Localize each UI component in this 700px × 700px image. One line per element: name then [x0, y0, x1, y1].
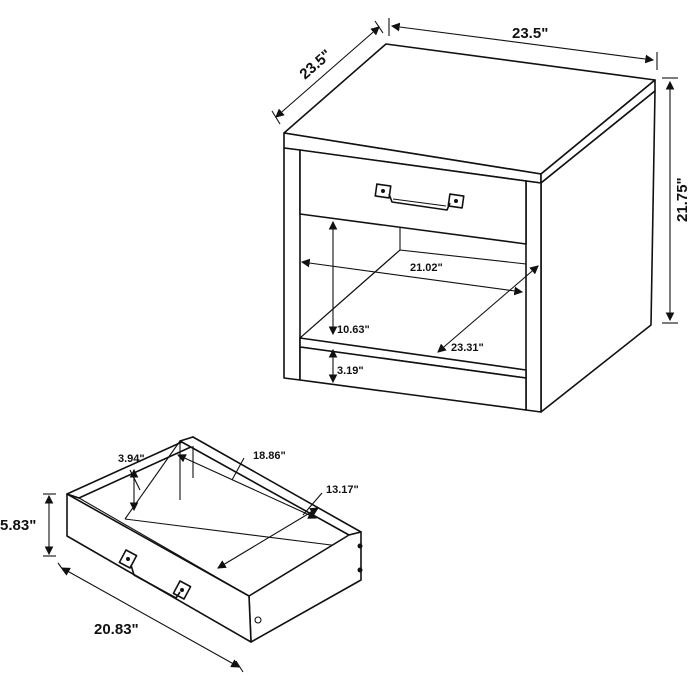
dim-line-drawer-depth: [176, 454, 318, 519]
label-height: 21.75": [674, 177, 691, 222]
label-top-width: 23.5": [512, 25, 548, 42]
nightstand-right-post: [525, 180, 542, 413]
nightstand-drawer-handle: [374, 183, 465, 211]
label-drawer-side: 3.94": [118, 453, 145, 465]
nightstand-base: [299, 346, 527, 411]
dim-line-interior-depth: [437, 265, 539, 353]
label-drawer-width: 20.83": [94, 621, 139, 638]
drawer-left-side: [66, 436, 194, 499]
drawer-screw-top: [357, 543, 363, 549]
dim-line-drawer-inner-width: [217, 507, 319, 569]
label-interior-width: 21.02": [410, 262, 443, 274]
drawer-right-side: [248, 531, 362, 643]
dim-line-top-depth: [275, 26, 380, 118]
label-drawer-depth: 18.86": [253, 450, 286, 462]
dim-line-top-width: [390, 22, 655, 64]
label-top-depth: 23.5": [296, 46, 335, 83]
nightstand-drawer-front: [299, 149, 527, 245]
label-shelf-height: 10.63": [337, 324, 370, 336]
drawer: [66, 436, 363, 643]
label-base-height: 3.19": [337, 365, 364, 377]
drawer-screw-bottom: [357, 567, 363, 573]
label-interior-depth: 23.31": [451, 342, 484, 354]
drawer-front-screw: [254, 616, 262, 624]
label-drawer-inner-width: 13.17": [326, 484, 359, 496]
dim-line-drawer-width: [61, 567, 240, 668]
drawer-front-panel: [66, 493, 252, 643]
label-drawer-height: 5.83": [0, 517, 36, 534]
nightstand-left-post: [283, 147, 301, 381]
nightstand: [283, 43, 656, 413]
drawer-dimensions: 5.83" 20.83" 3.94" 18.86" 13.17": [0, 450, 359, 673]
